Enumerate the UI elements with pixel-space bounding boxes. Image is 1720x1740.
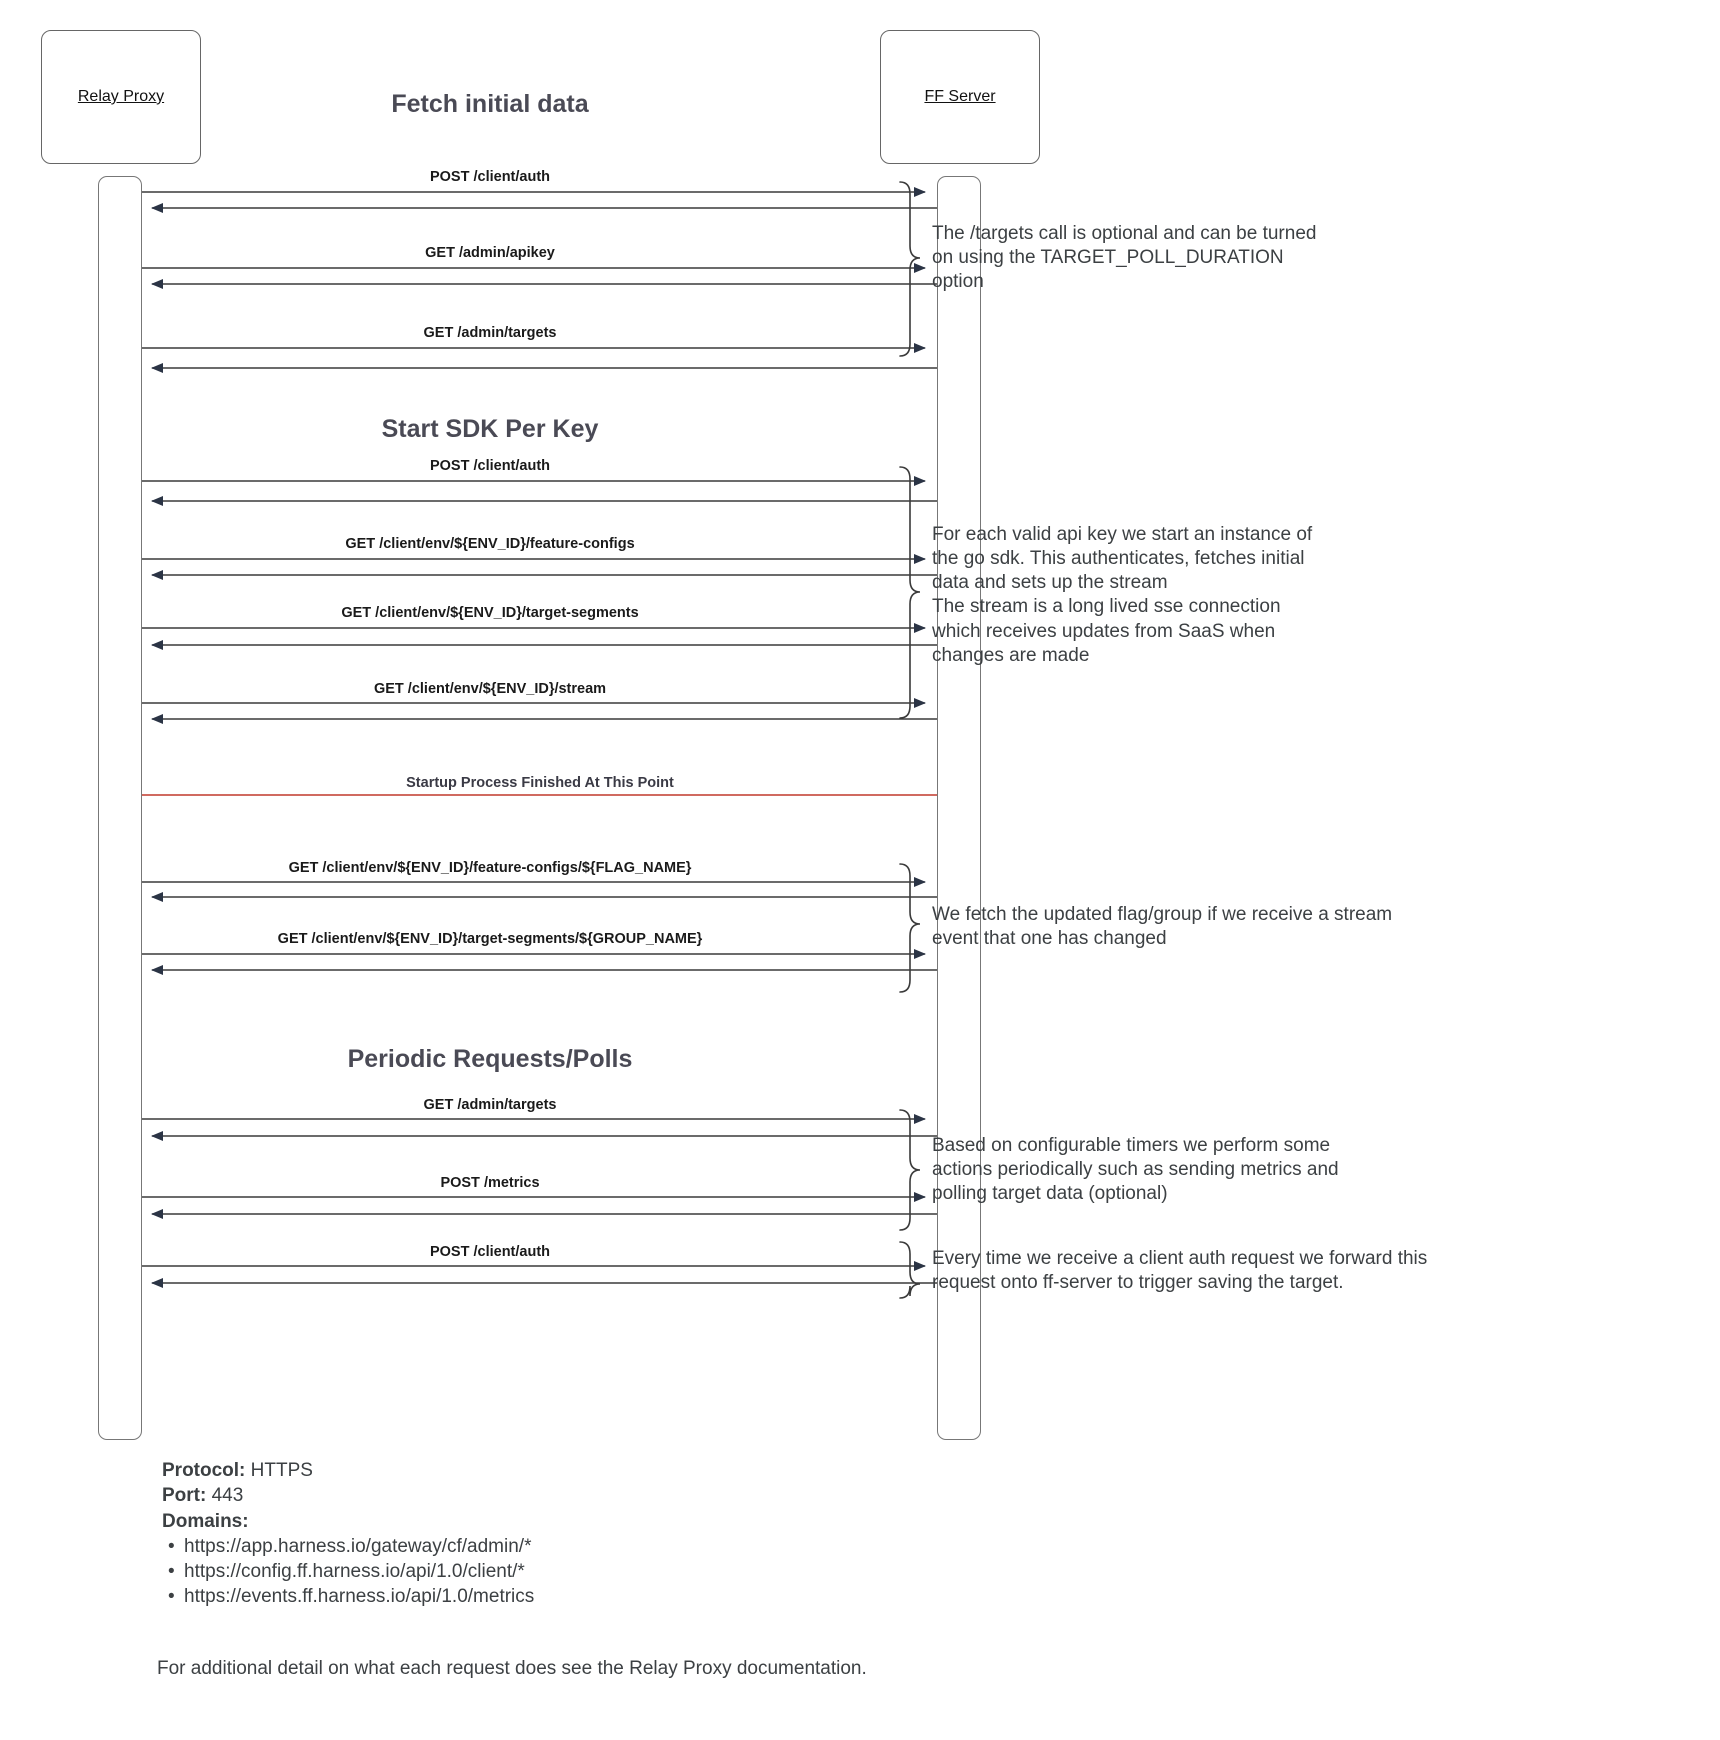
message-label: GET /client/env/${ENV_ID}/target-segment…: [341, 605, 639, 621]
message-label: GET /admin/apikey: [425, 245, 555, 261]
lifeline-ff-server: [937, 176, 981, 1440]
footer-protocol-row: Protocol: HTTPS: [162, 1458, 534, 1483]
section-title-start-sdk-per-key: Start SDK Per Key: [381, 415, 599, 443]
note-line: polling target data (optional): [932, 1183, 1168, 1205]
footer-domain-list: https://app.harness.io/gateway/cf/admin/…: [162, 1534, 534, 1610]
note-line: actions periodically such as sending met…: [932, 1159, 1339, 1181]
note-line: For each valid api key we start an insta…: [932, 524, 1313, 545]
message-label: POST /client/auth: [429, 458, 551, 474]
note-line: which receives updates from SaaS when: [932, 620, 1276, 642]
participant-relay-proxy[interactable]: Relay Proxy: [41, 30, 201, 164]
footer-protocol-value: HTTPS: [250, 1460, 313, 1481]
message-label: POST /metrics: [440, 1175, 540, 1191]
note-line: option: [932, 271, 984, 293]
note-line: event that one has changed: [932, 928, 1167, 950]
message-arrows: [140, 187, 937, 1288]
footer-port-key: Port:: [162, 1485, 207, 1507]
note-line: on using the TARGET_POLL_DURATION: [932, 247, 1284, 269]
note-line: The /targets call is optional and can be…: [932, 223, 1317, 244]
lifeline-relay-proxy: [98, 176, 142, 1440]
message-label: GET /admin/targets: [423, 1097, 557, 1113]
note-line: We fetch the updated flag/group if we re…: [932, 904, 1393, 925]
message-label: GET /client/env/${ENV_ID}/target-segment…: [277, 931, 703, 947]
footer-domain-item: https://app.harness.io/gateway/cf/admin/…: [162, 1534, 534, 1560]
participant-ff-server[interactable]: FF Server: [880, 30, 1040, 164]
footer-domains-key: Domains:: [162, 1510, 249, 1532]
footer-domains-row: Domains:: [162, 1509, 534, 1534]
message-label: GET /client/env/${ENV_ID}/feature-config…: [345, 536, 635, 552]
note-stream-update: We fetch the updated flag/group if we re…: [932, 903, 1392, 951]
note-line: request onto ff-server to trigger saving…: [932, 1272, 1344, 1294]
footer-port-value: 443: [211, 1485, 244, 1507]
note-line: data and sets up the stream: [932, 572, 1168, 594]
note-configurable-timers: Based on configurable timers we perform …: [932, 1134, 1339, 1206]
note-line: Every time we receive a client auth requ…: [932, 1248, 1428, 1269]
section-title-periodic-requests: Periodic Requests/Polls: [347, 1045, 633, 1073]
note-line: changes are made: [932, 644, 1090, 666]
message-label: GET /client/env/${ENV_ID}/feature-config…: [288, 860, 692, 876]
participant-relay-proxy-label: Relay Proxy: [77, 88, 165, 105]
note-client-auth-forward: Every time we receive a client auth requ…: [932, 1247, 1427, 1295]
footer-connection-details: Protocol: HTTPS Port: 443 Domains: https…: [162, 1458, 534, 1610]
message-label: POST /client/auth: [429, 1244, 551, 1260]
section-title-fetch-initial-data: Fetch initial data: [391, 90, 589, 118]
footer-port-row: Port: 443: [162, 1483, 534, 1508]
footer-domain-item: https://events.ff.harness.io/api/1.0/met…: [162, 1584, 534, 1610]
note-line: the go sdk. This authenticates, fetches …: [932, 548, 1305, 570]
footer-documentation-note: For additional detail on what each reque…: [157, 1658, 867, 1679]
message-label: GET /client/env/${ENV_ID}/stream: [373, 681, 607, 697]
footer-domain-item: https://config.ff.harness.io/api/1.0/cli…: [162, 1559, 534, 1585]
startup-divider-label: Startup Process Finished At This Point: [406, 775, 674, 791]
message-label: POST /client/auth: [429, 169, 551, 185]
note-line: The stream is a long lived sse connectio…: [932, 596, 1281, 618]
participant-ff-server-label: FF Server: [924, 88, 996, 105]
message-label: GET /admin/targets: [423, 325, 557, 341]
note-braces: [899, 181, 921, 1299]
note-sdk-instance: For each valid api key we start an insta…: [932, 523, 1312, 668]
note-line: Based on configurable timers we perform …: [932, 1135, 1331, 1156]
note-targets-optional: The /targets call is optional and can be…: [932, 222, 1316, 294]
footer-protocol-key: Protocol:: [162, 1460, 246, 1481]
